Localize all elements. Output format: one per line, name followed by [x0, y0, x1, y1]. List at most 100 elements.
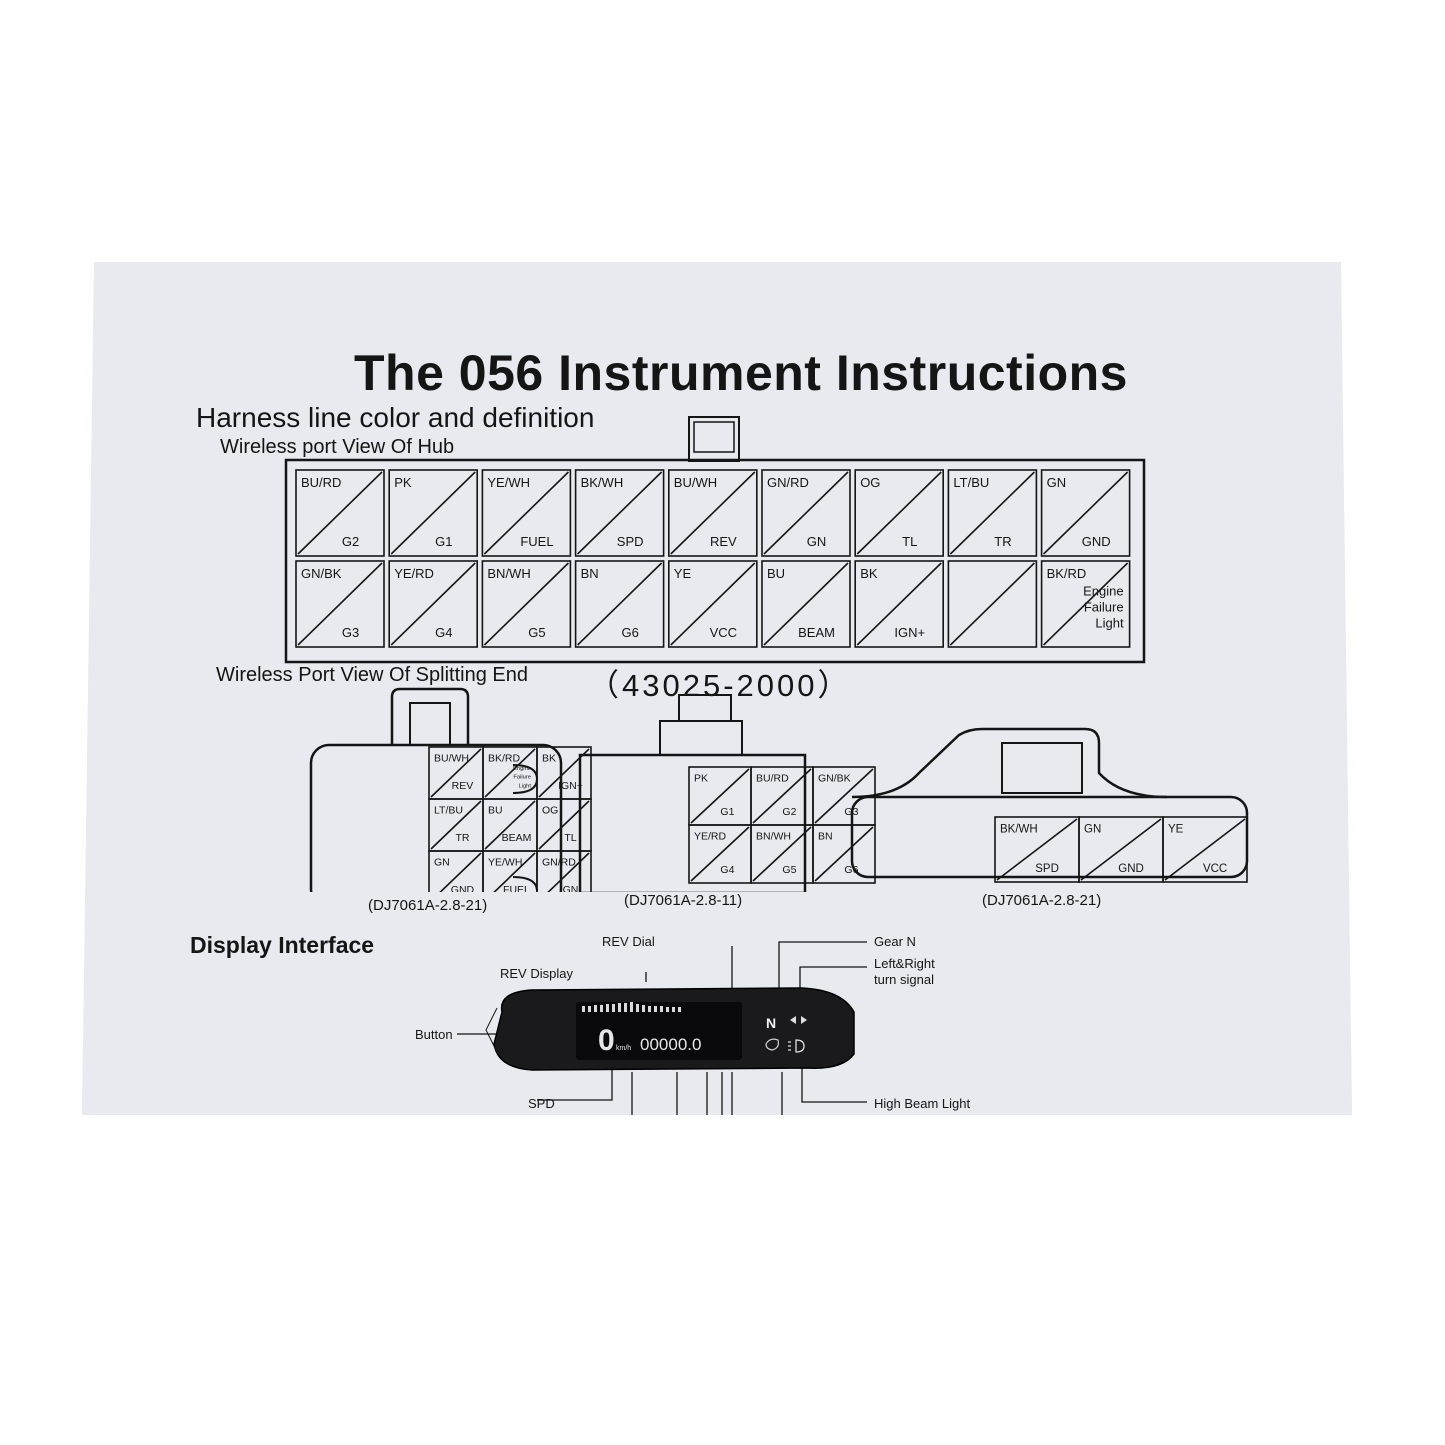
- hub-color: BK/WH: [581, 475, 624, 490]
- connector-pin-function: Failure: [513, 775, 531, 781]
- hub-function: GND: [1082, 534, 1111, 549]
- connector-a-part: (DJ7061A-2.8-21): [368, 897, 488, 914]
- hub-cell: [761, 560, 851, 648]
- hub-color: GN: [1047, 475, 1067, 490]
- connector-21pin-a: BU/WHREVBK/RDEngineFailureLightBKIGN+LT/…: [309, 687, 592, 892]
- connector-pin-cell: [536, 850, 592, 892]
- hub-cell: [947, 560, 1038, 648]
- connector-pin-function: SPD: [1035, 863, 1059, 875]
- hub-cell: [947, 469, 1038, 557]
- connector-pin-function: BEAM: [502, 832, 532, 844]
- turn-signal-icon: [790, 1016, 807, 1024]
- connector-pin-color: GN: [434, 857, 450, 869]
- connector-pin-color: YE: [1168, 824, 1184, 836]
- hub-function: Engine: [1083, 583, 1123, 598]
- hub-color: BN: [581, 566, 599, 581]
- hub-cell: [854, 560, 945, 648]
- connector-pin-function: G1: [720, 806, 734, 818]
- gear-indicator: N: [766, 1015, 776, 1031]
- hub-cell: [295, 469, 385, 557]
- hub-cell: [1040, 560, 1131, 648]
- hub-function: VCC: [710, 625, 737, 640]
- hub-cell: [388, 469, 478, 557]
- engine-failure-icon: [765, 1038, 779, 1051]
- connector-pin-function: Engine: [513, 766, 531, 772]
- rev-dial-label: REV Dial: [602, 934, 655, 949]
- hub-function: G4: [435, 625, 452, 640]
- hub-color: BN/WH: [487, 566, 530, 581]
- hub-function: BEAM: [798, 625, 835, 640]
- connector-pin-color: OG: [542, 805, 558, 817]
- spd-label: SPD: [528, 1096, 555, 1111]
- hub-function: G2: [342, 534, 359, 549]
- harness-subtitle: Harness line color and definition: [196, 402, 595, 433]
- high-beam-label: High Beam Light: [874, 1096, 970, 1111]
- hub-color: GN/RD: [767, 475, 809, 490]
- hub-function: GN: [807, 534, 827, 549]
- connector-pin-function: GN: [563, 884, 579, 892]
- hub-cell: [1040, 469, 1131, 557]
- hub-cell: [574, 469, 665, 557]
- hub-cell: [574, 560, 665, 648]
- hub-color: PK: [394, 475, 412, 490]
- hub-color: OG: [860, 475, 880, 490]
- connector-pin-color: BN/WH: [756, 831, 791, 843]
- hub-color: GN/BK: [301, 566, 342, 581]
- hub-function: REV: [710, 534, 737, 549]
- connector-pin-function: IGN+: [558, 780, 583, 792]
- rev-bar-display: [582, 1002, 681, 1012]
- hub-function: IGN+: [894, 625, 925, 640]
- hub-cell: [667, 560, 758, 648]
- hub-cell: [481, 469, 572, 557]
- connector-pin-color: BK/RD: [488, 753, 521, 765]
- hub-color: BU/WH: [674, 475, 717, 490]
- hub-cell: [761, 469, 851, 557]
- gear-n-label: Gear N: [874, 934, 916, 949]
- hub-function: TL: [902, 534, 917, 549]
- connector-pin-cell: [812, 824, 876, 884]
- connector-pin-cell: [1162, 816, 1248, 883]
- display-interface-diagram: REV Dial REV Display Button Gear N Left&…: [415, 934, 970, 1115]
- button-label: Button: [415, 1027, 453, 1042]
- connector-pin-function: G4: [720, 864, 734, 876]
- hub-cell: [295, 560, 385, 648]
- connector-pin-function: FUEL: [503, 884, 530, 892]
- connector-c-part: (DJ7061A-2.8-21): [982, 892, 1102, 909]
- hub-function: Light: [1095, 615, 1124, 630]
- connector-pin-function: GND: [451, 884, 475, 892]
- connector-pin-color: BU/RD: [756, 773, 789, 785]
- hub-color: YE: [674, 566, 692, 581]
- hub-cell: [667, 469, 758, 557]
- hub-function: SPD: [617, 534, 644, 549]
- lcd-screen: [576, 1002, 742, 1060]
- connector-pin-color: GN/RD: [542, 857, 576, 869]
- hub-color: BK/RD: [1047, 566, 1087, 581]
- connector-b-part: (DJ7061A-2.8-11): [624, 892, 743, 909]
- speed-readout: 0: [598, 1024, 615, 1057]
- connector-pin-color: BN: [818, 831, 833, 843]
- hub-connector-diagram: BU/RDG2PKG1YE/WHFUELBK/WHSPDBU/WHREVGN/R…: [284, 416, 1146, 664]
- hub-cell: [854, 469, 945, 557]
- connector-pin-color: LT/BU: [434, 805, 463, 817]
- splitting-end-connectors: BU/WHREVBK/RDEngineFailureLightBKIGN+LT/…: [309, 687, 1249, 892]
- hub-function: Failure: [1084, 599, 1124, 614]
- display-heading: Display Interface: [190, 932, 375, 958]
- hub-color: LT/BU: [953, 475, 989, 490]
- hub-function: G6: [621, 625, 638, 640]
- connector-pin-function: TR: [455, 832, 469, 844]
- hub-function: G5: [528, 625, 545, 640]
- connector-pin-function: REV: [452, 780, 474, 792]
- connector-pin-color: BK/WH: [1000, 824, 1038, 836]
- split-view-label: Wireless Port View Of Splitting End: [216, 664, 528, 686]
- connector-pin-function: G2: [782, 806, 796, 818]
- turn-signal-label-2: turn signal: [874, 972, 934, 987]
- high-beam-icon: [788, 1039, 805, 1053]
- connector-pin-color: PK: [694, 773, 708, 785]
- hub-color: YE/WH: [487, 475, 530, 490]
- hub-function: G1: [435, 534, 452, 549]
- hub-cell: [481, 560, 572, 648]
- connector-pin-function: G6: [844, 864, 858, 876]
- instruction-sheet: The 056 Instrument Instructions Harness …: [82, 262, 1352, 1115]
